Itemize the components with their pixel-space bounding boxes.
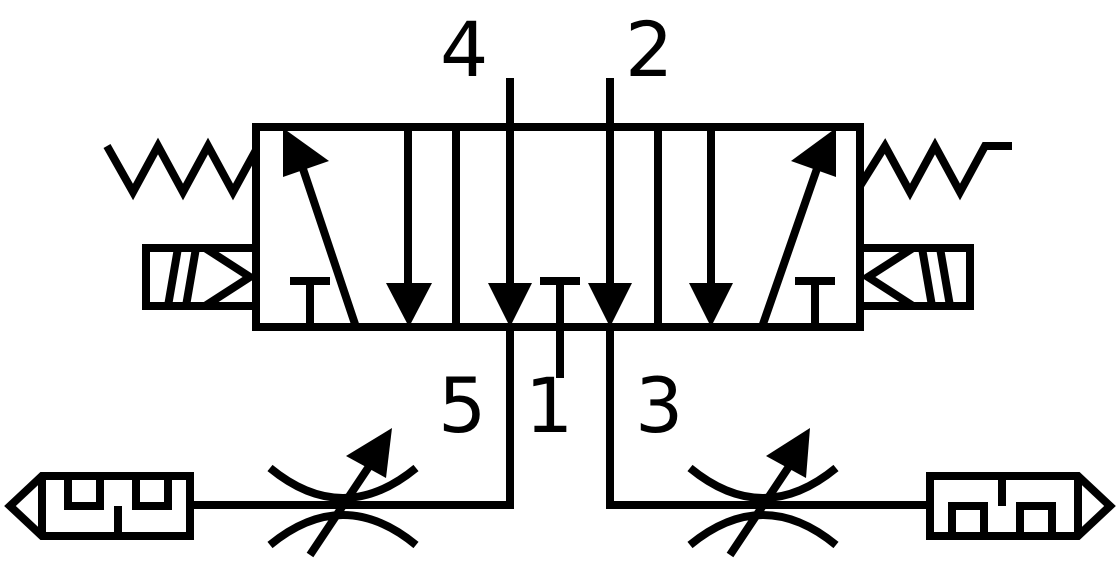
arrowhead-down-center-left	[488, 283, 532, 327]
arrowhead-up-left	[283, 128, 329, 177]
arrowhead-up-right	[791, 128, 836, 177]
port-label-2: 2	[625, 5, 673, 94]
solenoid-right-slash-2	[936, 247, 954, 307]
spring-right	[856, 137, 1012, 201]
throttle-curve-top-right	[687, 464, 839, 502]
silencer-left-cup-2	[132, 476, 172, 510]
arrowhead-down-center-right	[588, 283, 632, 327]
silencer-right-body	[926, 472, 1116, 540]
flow-control-right	[687, 428, 839, 558]
throttle-curve-bottom-left	[267, 511, 419, 549]
solenoid-left-box	[142, 244, 260, 310]
silencer-right-cup-2	[1016, 502, 1056, 536]
spring-left	[103, 137, 260, 201]
solenoid-left-slash-2	[182, 247, 200, 307]
solenoid-right-chevron	[860, 244, 916, 310]
port-label-4: 4	[440, 5, 488, 94]
exhaust-line-left	[190, 327, 514, 509]
solenoid-right	[856, 244, 974, 310]
adjust-arrowhead-left	[346, 428, 392, 478]
silencer-left-cup-1	[64, 476, 104, 510]
solenoid-right-slash-1	[918, 247, 936, 307]
diagonal-flow-line-right	[758, 158, 824, 329]
left-position-box	[283, 127, 432, 329]
adjust-arrowhead-right	[766, 428, 810, 478]
silencer-right-cup-1	[948, 502, 988, 536]
port-label-5: 5	[438, 361, 486, 450]
arrowhead-down-right	[689, 283, 733, 327]
silencer-left	[4, 472, 194, 540]
port-label-1: 1	[525, 361, 573, 450]
arrowhead-down-left	[386, 283, 432, 327]
solenoid-left	[142, 244, 260, 310]
exhaust-line-right	[606, 327, 930, 509]
solenoid-left-slash-1	[164, 247, 182, 307]
solenoid-left-chevron	[202, 244, 258, 310]
solenoid-right-box	[856, 244, 974, 310]
flow-control-left	[267, 428, 419, 558]
silencer-right	[926, 472, 1116, 540]
diagonal-flow-line-left	[296, 158, 360, 329]
port-label-3: 3	[635, 361, 683, 450]
throttle-curve-top-left	[267, 464, 419, 502]
adjust-arrow-line-right	[726, 459, 796, 558]
center-position-box	[488, 78, 632, 378]
right-position-box	[689, 127, 836, 329]
adjust-arrow-line-left	[306, 459, 376, 558]
throttle-curve-bottom-right	[687, 511, 839, 549]
